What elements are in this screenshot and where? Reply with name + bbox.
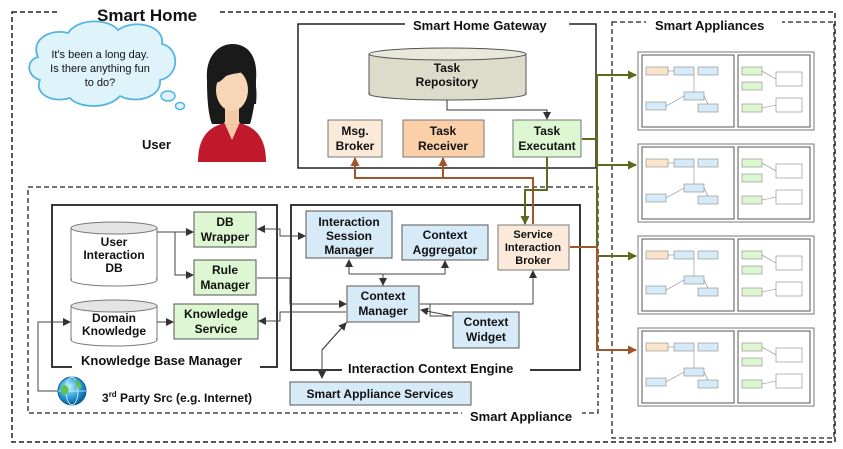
svg-text:Wrapper: Wrapper	[201, 230, 250, 244]
gateway-title: Smart Home Gateway	[413, 18, 547, 33]
svg-text:It's been a long day.: It's been a long day.	[51, 49, 148, 61]
svg-text:DB: DB	[105, 261, 123, 275]
smart-appliance-services-box: Smart Appliance Services	[289, 381, 472, 406]
smart-appliances-title: Smart Appliances	[655, 18, 764, 33]
context-manager-box: Context Manager	[346, 285, 420, 323]
svg-text:Aggregator: Aggregator	[413, 243, 478, 257]
svg-text:Msg.: Msg.	[341, 124, 368, 138]
svg-text:Manager: Manager	[324, 243, 374, 257]
task-receiver-box: Task Receiver	[402, 119, 485, 158]
appliance-thumbnail	[637, 327, 815, 407]
svg-text:Interaction: Interaction	[83, 248, 144, 262]
svg-text:Context: Context	[423, 228, 468, 242]
user-interaction-db: User Interaction DB	[70, 221, 158, 287]
knowledge-service-box: Knowledge Service	[173, 303, 259, 340]
svg-text:to do?: to do?	[85, 77, 116, 89]
rule-manager-box: Rule Manager	[193, 259, 257, 296]
svg-text:Rule: Rule	[212, 263, 238, 277]
svg-text:Task: Task	[434, 61, 461, 75]
svg-text:Domain: Domain	[92, 311, 136, 325]
appliance-thumbnail	[637, 235, 815, 315]
appliance-thumbnail	[637, 143, 815, 223]
smart-home-frame	[11, 11, 836, 443]
svg-text:User: User	[101, 235, 128, 249]
svg-text:Manager: Manager	[358, 304, 408, 318]
user-avatar-icon	[198, 44, 266, 162]
svg-text:Executant: Executant	[518, 139, 575, 153]
context-aggregator-box: Context Aggregator	[401, 224, 489, 261]
svg-text:Repository: Repository	[416, 75, 479, 89]
interaction-session-manager-box: Interaction Session Manager	[305, 210, 393, 259]
context-widget-box: Context Widget	[452, 311, 520, 349]
svg-text:Broker: Broker	[336, 139, 375, 153]
svg-text:Session: Session	[326, 229, 372, 243]
user-label: User	[142, 137, 171, 152]
db-wrapper-box: DB Wrapper	[193, 211, 257, 248]
appliance-thumbnail	[637, 51, 815, 131]
svg-text:Is there anything fun: Is there anything fun	[50, 63, 150, 75]
svg-text:Widget: Widget	[466, 330, 506, 344]
svg-text:Broker: Broker	[515, 255, 551, 267]
service-interaction-broker-box: Service Interaction Broker	[497, 224, 570, 271]
ice-title: Interaction Context Engine	[348, 361, 513, 376]
svg-text:Smart Appliance Services: Smart Appliance Services	[307, 387, 454, 401]
svg-text:Manager: Manager	[200, 278, 250, 292]
svg-text:Service: Service	[513, 229, 552, 241]
third-party-src-label: 3rd Party Src (e.g. Internet)	[102, 390, 252, 405]
task-repository: Task Repository	[368, 47, 527, 101]
svg-text:Interaction: Interaction	[505, 242, 562, 254]
svg-text:DB: DB	[216, 215, 234, 229]
svg-text:Knowledge: Knowledge	[82, 324, 146, 338]
svg-text:Context: Context	[361, 289, 406, 303]
msg-broker-box: Msg. Broker	[327, 119, 383, 158]
svg-text:Interaction: Interaction	[318, 215, 379, 229]
kbm-title: Knowledge Base Manager	[81, 353, 242, 368]
globe-icon	[57, 376, 87, 406]
smart-appliances-frame	[611, 21, 835, 439]
speech-bubble: It's been a long day. Is there anything …	[28, 20, 186, 111]
svg-text:Service: Service	[195, 322, 238, 336]
smart-home-title: Smart Home	[97, 6, 197, 25]
svg-text:Knowledge: Knowledge	[184, 307, 248, 321]
svg-text:Context: Context	[464, 315, 509, 329]
domain-knowledge-db: Domain Knowledge	[70, 299, 158, 347]
svg-text:Task: Task	[430, 124, 457, 138]
svg-text:Task: Task	[534, 124, 561, 138]
smart-appliance-title: Smart Appliance	[470, 409, 572, 424]
task-executant-box: Task Executant	[512, 119, 582, 158]
svg-text:Receiver: Receiver	[418, 139, 468, 153]
